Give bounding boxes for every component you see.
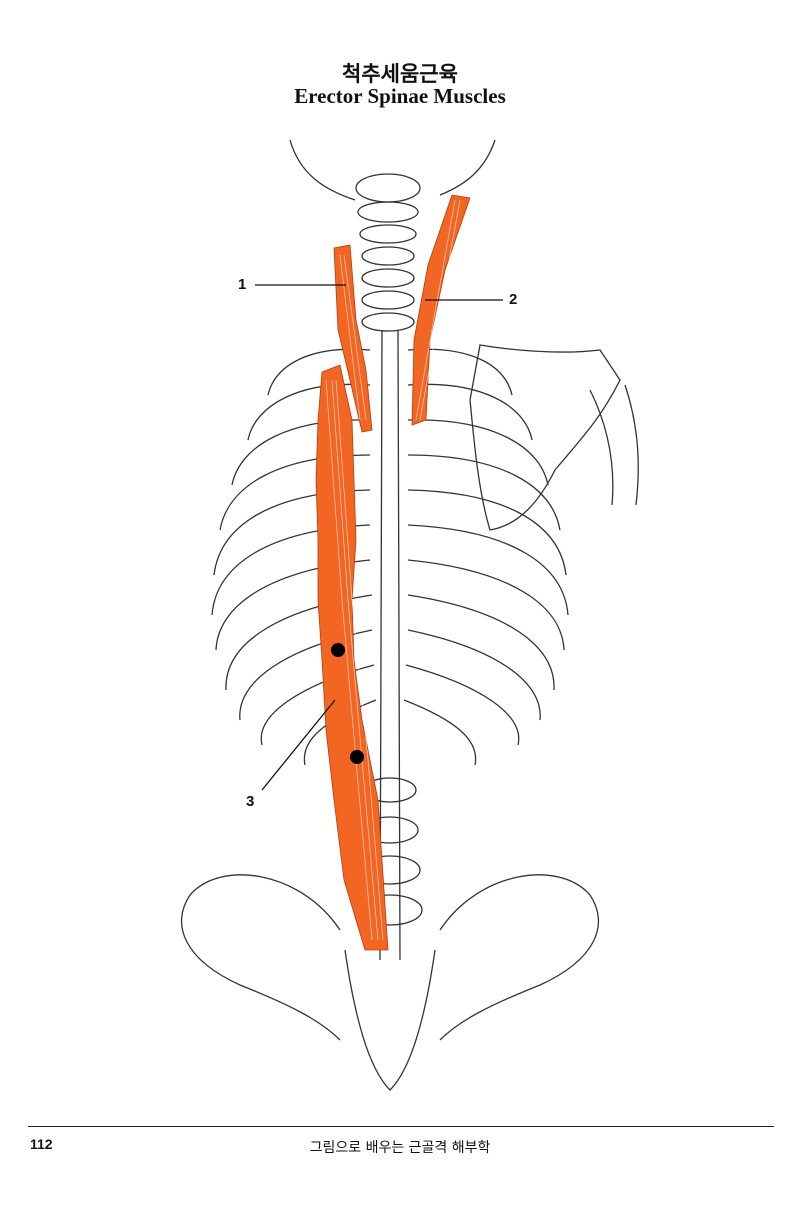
skeleton-outline xyxy=(180,139,639,1091)
book-title: 그림으로 배우는 근골격 해부학 xyxy=(309,1140,491,1156)
cervical-vertebrae xyxy=(355,173,421,332)
label-1: 1 xyxy=(238,276,247,293)
humerus xyxy=(589,384,639,506)
marker-dot-upper xyxy=(331,643,345,657)
muscles xyxy=(315,194,471,951)
ribs-right xyxy=(403,348,569,766)
pelvis-left xyxy=(180,874,341,1041)
footer-rule xyxy=(28,1126,774,1127)
page-number: 112 xyxy=(30,1136,53,1152)
label-2: 2 xyxy=(509,291,518,308)
muscle-1-spinalis xyxy=(333,244,373,433)
page-title-korean: 척추세움근육 xyxy=(342,62,458,86)
spinal-column xyxy=(379,329,401,961)
leader-lines xyxy=(255,284,503,791)
muscle-3-iliocostalis xyxy=(315,364,389,951)
muscle-fibers xyxy=(325,199,461,941)
muscle-2-longissimus xyxy=(411,194,471,426)
pelvis-right xyxy=(439,874,600,1041)
page-title-english: Erector Spinae Muscles xyxy=(294,84,506,108)
label-3: 3 xyxy=(246,793,255,810)
marker-dot-lower xyxy=(350,750,364,764)
skull-outline xyxy=(289,139,496,201)
leader-line-3 xyxy=(261,699,336,791)
scapula xyxy=(469,344,621,531)
sacrum xyxy=(344,949,436,1091)
